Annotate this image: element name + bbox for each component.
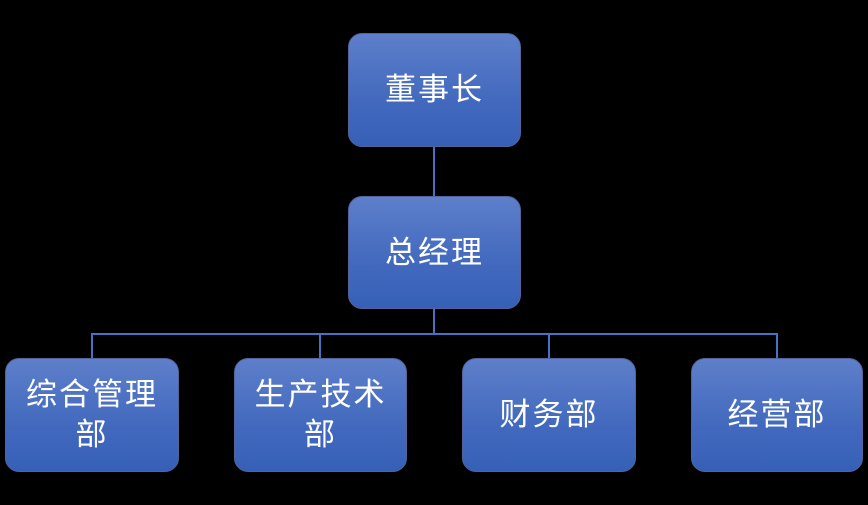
- org-node-dept-4-label: 经营部: [727, 397, 827, 433]
- org-node-dept-finance[interactable]: 财务部: [462, 358, 636, 472]
- connector-bus-to-dept-3: [548, 333, 550, 358]
- org-node-general-manager-label: 总经理: [385, 234, 484, 270]
- org-node-dept-3-label: 财务部: [499, 397, 599, 433]
- org-node-dept-business[interactable]: 经营部: [691, 358, 863, 472]
- org-node-dept-2-label: 生产技术部: [254, 377, 387, 452]
- connector-horizontal-bus: [91, 333, 778, 335]
- connector-chairman-to-gm: [433, 147, 435, 196]
- org-node-dept-production-tech[interactable]: 生产技术部: [234, 358, 407, 472]
- connector-gm-to-bus: [433, 309, 435, 334]
- connector-bus-to-dept-2: [319, 333, 321, 358]
- org-node-dept-general-management[interactable]: 综合管理部: [5, 358, 179, 472]
- org-node-dept-1-label: 综合管理部: [26, 377, 158, 452]
- org-node-chairman-label: 董事长: [385, 72, 484, 108]
- org-node-general-manager[interactable]: 总经理: [348, 196, 521, 309]
- connector-bus-to-dept-1: [91, 333, 93, 358]
- org-node-chairman[interactable]: 董事长: [348, 33, 521, 147]
- connector-bus-to-dept-4: [776, 333, 778, 358]
